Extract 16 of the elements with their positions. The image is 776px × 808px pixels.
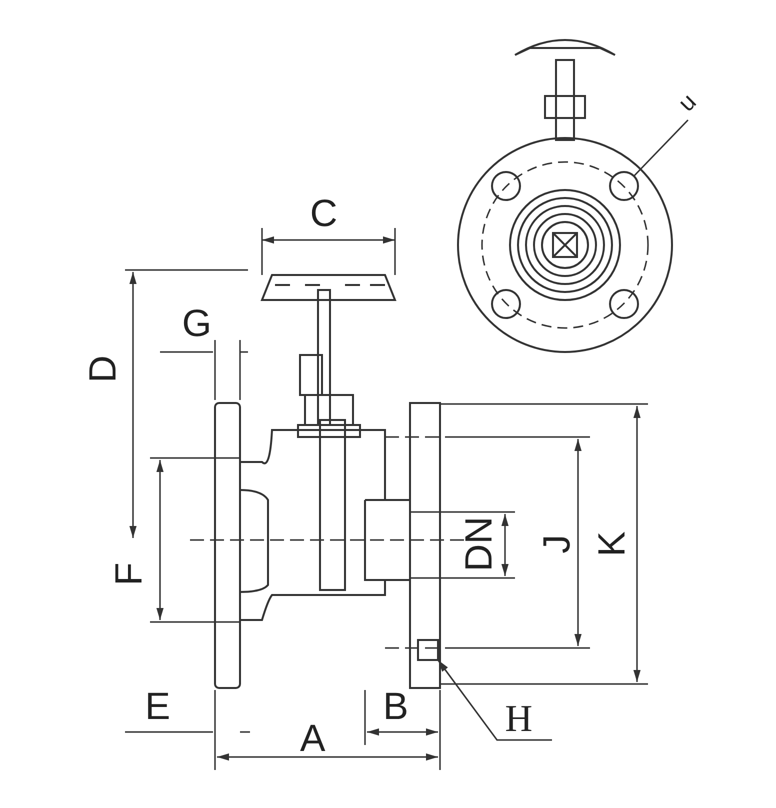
dimension-label: E <box>145 688 170 726</box>
bolt-hole-section <box>417 639 439 661</box>
dimension-label: F <box>110 562 149 586</box>
leader-line <box>633 119 689 177</box>
dimension-label: DN <box>460 516 498 572</box>
dimension-label: G <box>182 305 212 343</box>
dimension-label: K <box>594 531 632 557</box>
dimension-label: C <box>310 195 338 233</box>
dimension-label: D <box>84 355 123 383</box>
leader-line <box>437 660 552 741</box>
bolt-hole <box>609 171 639 201</box>
leader-label: H <box>505 700 532 738</box>
leader-label: n <box>675 90 702 118</box>
dimension-label: J <box>538 534 576 554</box>
dimension-label: A <box>300 720 326 758</box>
dimension-label: B <box>383 688 408 726</box>
